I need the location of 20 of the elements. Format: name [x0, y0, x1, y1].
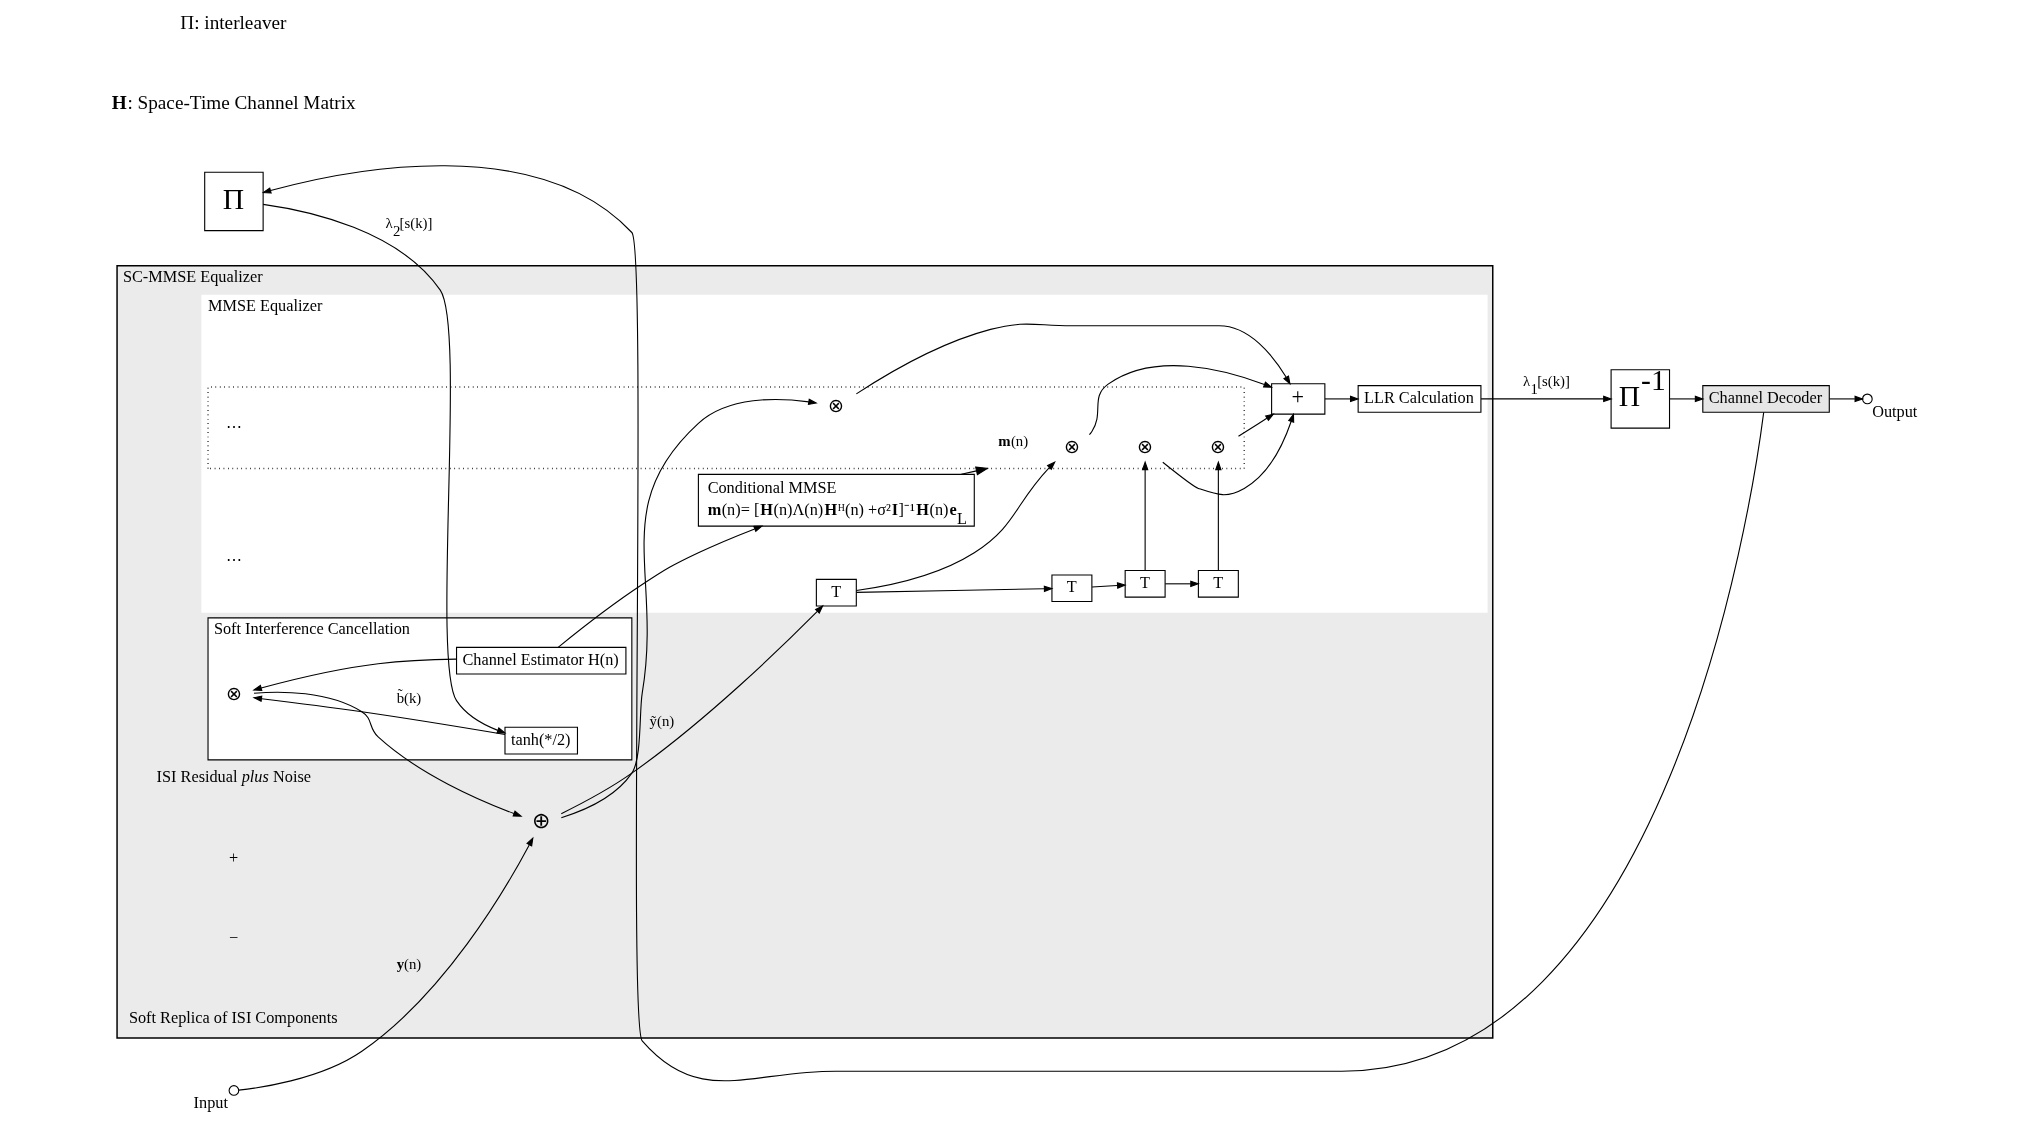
label: ⋯ — [225, 551, 242, 570]
node-label: Output — [1872, 402, 1918, 421]
node-text: ⊕ — [531, 808, 550, 834]
edge-label: b̃(k) — [396, 689, 422, 706]
label: ⋯ — [225, 417, 242, 436]
edge-label: y(n) — [396, 956, 422, 973]
edge-label: ỹ(n) — [649, 712, 675, 729]
node-label: Input — [193, 1094, 228, 1113]
label: ISI Residual plus Noise — [156, 768, 312, 787]
label: Soft Replica of ISI Components — [128, 1008, 338, 1027]
node-text: ⊗ — [225, 683, 242, 705]
node-text: ⊗ — [1137, 436, 1153, 458]
node-text: ⊗ — [1210, 436, 1227, 458]
label: + — [229, 849, 239, 868]
node-text: ⊗ — [828, 394, 845, 416]
node-text: ⊗ — [1063, 436, 1080, 458]
label: − — [229, 928, 239, 947]
label: H: Space-Time Channel Matrix — [111, 92, 356, 114]
label: Π: interleaver — [180, 12, 287, 34]
edge-label: m(n) — [998, 432, 1029, 449]
